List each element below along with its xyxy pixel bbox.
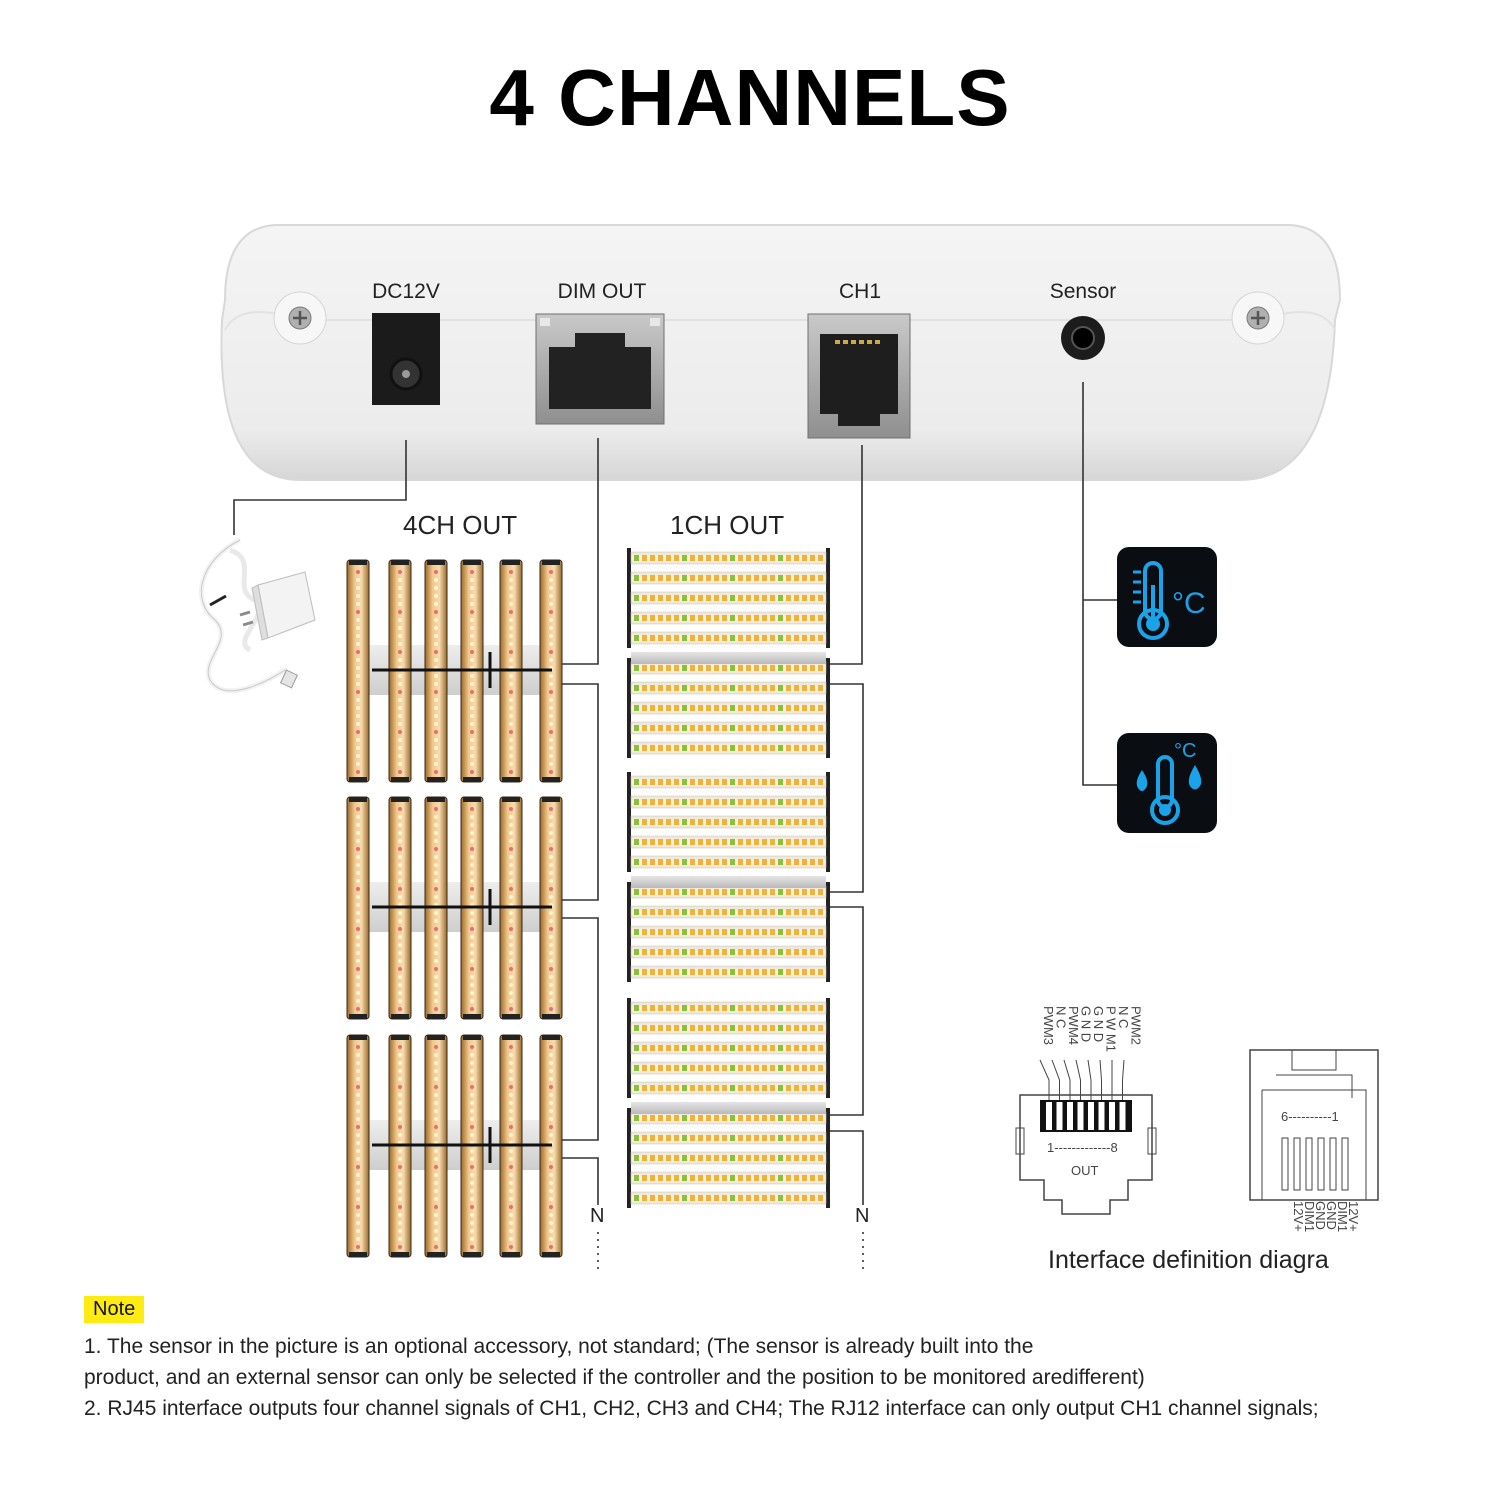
rj45-port-text: OUT (1071, 1163, 1099, 1178)
power-adapter (198, 537, 316, 694)
led-strip (630, 591, 827, 605)
led-strip (630, 1171, 827, 1185)
led-strip (630, 1001, 827, 1015)
led-strip (630, 965, 827, 979)
temperature-unit: °C (1172, 587, 1206, 620)
led-strip (630, 1151, 827, 1165)
rj45-pin-label: G N D (1079, 1006, 1094, 1042)
dc12v-jack (372, 313, 440, 405)
horizontal-fixture-group (627, 548, 830, 648)
controller-housing (220, 224, 1342, 481)
rj12-pin-range: 6----------1 (1281, 1109, 1339, 1124)
led-strip (630, 905, 827, 919)
led-strip (630, 661, 827, 675)
four-ch-out-label: 4CH OUT (403, 510, 518, 540)
vertical-fixture-group (346, 1034, 563, 1258)
interface-caption: Interface definition diagra (1048, 1246, 1329, 1274)
note-badge: Note (84, 1296, 145, 1323)
rj45-pin-label: N C (1054, 1006, 1069, 1028)
port-label-dim-out: DIM OUT (557, 280, 647, 303)
port-label-dc12v: DC12V (372, 280, 440, 303)
n-label-four-ch: N (590, 1205, 605, 1227)
one-ch-out-label: 1CH OUT (670, 510, 785, 540)
humidity-sensor-icon (1117, 733, 1217, 833)
led-strip (630, 611, 827, 625)
led-strip (630, 1111, 827, 1125)
rj12-pin-label: DIM1 (1335, 1201, 1350, 1232)
led-strip (630, 551, 827, 565)
led-strip (630, 1061, 827, 1075)
rj45-pin-label: PWM3 (1041, 1006, 1056, 1045)
rj12-pin-label: GND (1324, 1201, 1339, 1230)
rj12-pin-label: 12V+ (1346, 1201, 1361, 1232)
horizontal-fixture-group (627, 876, 830, 982)
rj12-interface-diagram (1249, 1049, 1379, 1201)
led-strip (630, 741, 827, 755)
rj45-pin-range: 1-------------8 (1047, 1140, 1118, 1155)
led-bar (346, 559, 370, 783)
rj45-pin-label: N C (1116, 1006, 1131, 1028)
page-title: 4 CHANNELS (489, 53, 1011, 142)
port-label-ch1: CH1 (838, 280, 881, 303)
led-strip (630, 815, 827, 829)
led-strip (630, 721, 827, 735)
led-strip (630, 681, 827, 695)
led-strip (630, 1191, 827, 1205)
note-line-1: 1. The sensor in the picture is an optio… (84, 1335, 1034, 1358)
led-strip (630, 571, 827, 585)
led-strip (630, 1041, 827, 1055)
led-strip (630, 1021, 827, 1035)
horizontal-fixture-group (627, 652, 830, 758)
screw-icon (1231, 291, 1285, 345)
led-strip (630, 885, 827, 899)
rj45-pin-label: P W M1 (1104, 1006, 1119, 1052)
sensor-jack (1061, 316, 1105, 360)
n-label-one-ch: N (855, 1205, 870, 1227)
rj45-pin-label: PWM4 (1066, 1006, 1081, 1045)
four-ch-fixtures (346, 559, 563, 1258)
screw-icon (273, 291, 327, 345)
rj12-pin-label: 12V+ (1291, 1201, 1306, 1232)
led-bar (346, 1034, 370, 1258)
rj45-pin-label: G N D (1091, 1006, 1106, 1042)
horizontal-fixture-group (627, 1102, 830, 1208)
rj45-interface-diagram (1015, 1059, 1157, 1215)
led-strip (630, 631, 827, 645)
led-bar (346, 796, 370, 1020)
led-strip (630, 1131, 827, 1145)
rj12-pin-label: DIM1 (1302, 1201, 1317, 1232)
led-strip (630, 701, 827, 715)
note-line-3: 2. RJ45 interface outputs four channel s… (84, 1397, 1319, 1420)
port-label-sensor: Sensor (1049, 280, 1117, 303)
vertical-fixture-group (346, 796, 563, 1020)
led-strip (630, 775, 827, 789)
note-line-2: product, and an external sensor can only… (84, 1366, 1145, 1389)
horizontal-fixture-group (627, 772, 830, 872)
led-strip (630, 925, 827, 939)
rj12-port (807, 313, 911, 439)
wiring-lines (233, 382, 1117, 1272)
one-ch-fixtures (627, 548, 830, 1208)
led-strip (630, 795, 827, 809)
rj12-pin-label: GND (1313, 1201, 1328, 1230)
rj45-pin-label: PWM2 (1129, 1006, 1144, 1045)
rj45-port (535, 313, 665, 425)
led-strip (630, 945, 827, 959)
temperature-sensor-icon (1117, 547, 1217, 647)
led-strip (630, 1081, 827, 1095)
vertical-fixture-group (346, 559, 563, 783)
led-strip (630, 835, 827, 849)
led-strip (630, 855, 827, 869)
horizontal-fixture-group (627, 998, 830, 1098)
humidity-unit: °C (1174, 740, 1196, 762)
